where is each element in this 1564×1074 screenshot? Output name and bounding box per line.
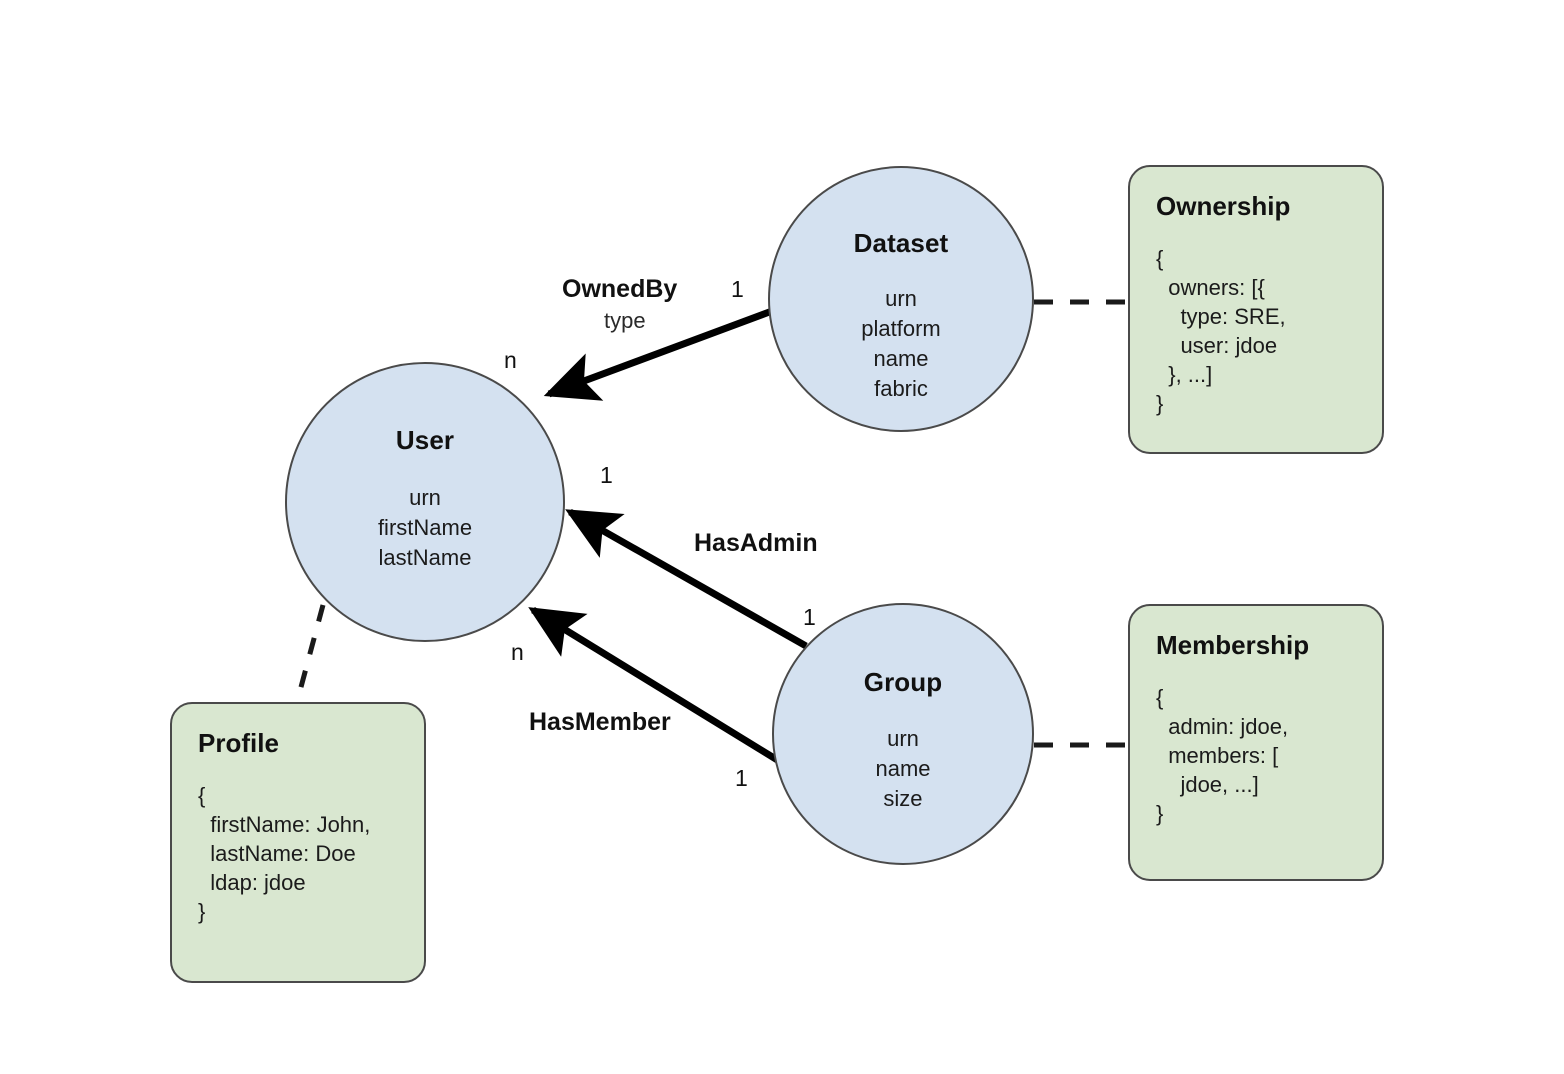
cardinality-ownedby-source: 1 <box>731 276 744 302</box>
entity-group[interactable]: Group urn name size <box>772 603 1034 865</box>
attribute-item: platform <box>861 316 941 341</box>
entity-user[interactable]: User urn firstName lastName <box>285 362 565 642</box>
aspect-profile-title: Profile <box>198 728 279 758</box>
aspect-profile[interactable]: Profile { firstName: John, lastName: Doe… <box>170 702 426 983</box>
cardinality-hasadmin-source: 1 <box>803 604 816 630</box>
attribute-item: name <box>875 756 931 781</box>
aspect-membership-body: { admin: jdoe, members: [ jdoe, ...] } <box>1156 685 1289 826</box>
attribute-item: lastName <box>378 545 472 570</box>
aspect-profile-body: { firstName: John, lastName: Doe ldap: j… <box>198 783 371 924</box>
edge-label-hasadmin: HasAdmin <box>694 529 818 557</box>
cardinality-ownedby-target: n <box>504 347 517 373</box>
entity-dataset-attributes: urn platform name fabric <box>861 284 940 403</box>
attribute-item: firstName <box>377 515 473 540</box>
edge-hasmember <box>528 607 781 764</box>
edge-ownedby <box>543 307 774 401</box>
aspect-ownership-body: { owners: [{ type: SRE, user: jdoe }, ..… <box>1156 246 1286 416</box>
edge-sublabel-ownedby-type: type <box>604 308 646 333</box>
edge-label-hasmember: HasMember <box>529 708 671 736</box>
cardinality-hasadmin-target: 1 <box>600 462 613 488</box>
entity-user-title: User <box>395 425 455 455</box>
entity-user-attributes: urn firstName lastName <box>378 483 472 572</box>
attribute-item: urn <box>887 726 919 751</box>
aspect-membership[interactable]: Membership { admin: jdoe, members: [ jdo… <box>1128 604 1384 881</box>
cardinality-hasmember-target: n <box>511 639 524 665</box>
attribute-item: name <box>873 346 929 371</box>
entity-dataset-title: Dataset <box>853 228 949 258</box>
edge-label-ownedby: OwnedBy <box>562 275 678 303</box>
attribute-item: urn <box>409 485 441 510</box>
entity-group-title: Group <box>863 667 943 697</box>
aspect-membership-title: Membership <box>1156 630 1310 660</box>
attribute-item: urn <box>885 286 917 311</box>
attribute-item: size <box>883 786 923 811</box>
aspect-ownership[interactable]: Ownership { owners: [{ type: SRE, user: … <box>1128 165 1384 454</box>
aspect-ownership-title: Ownership <box>1156 191 1291 221</box>
entity-group-attributes: urn name size <box>875 724 930 813</box>
edge-user-profile <box>294 604 326 703</box>
entity-dataset[interactable]: Dataset urn platform name fabric <box>768 166 1034 432</box>
cardinality-hasmember-source: 1 <box>735 765 748 791</box>
attribute-item: fabric <box>874 376 928 401</box>
